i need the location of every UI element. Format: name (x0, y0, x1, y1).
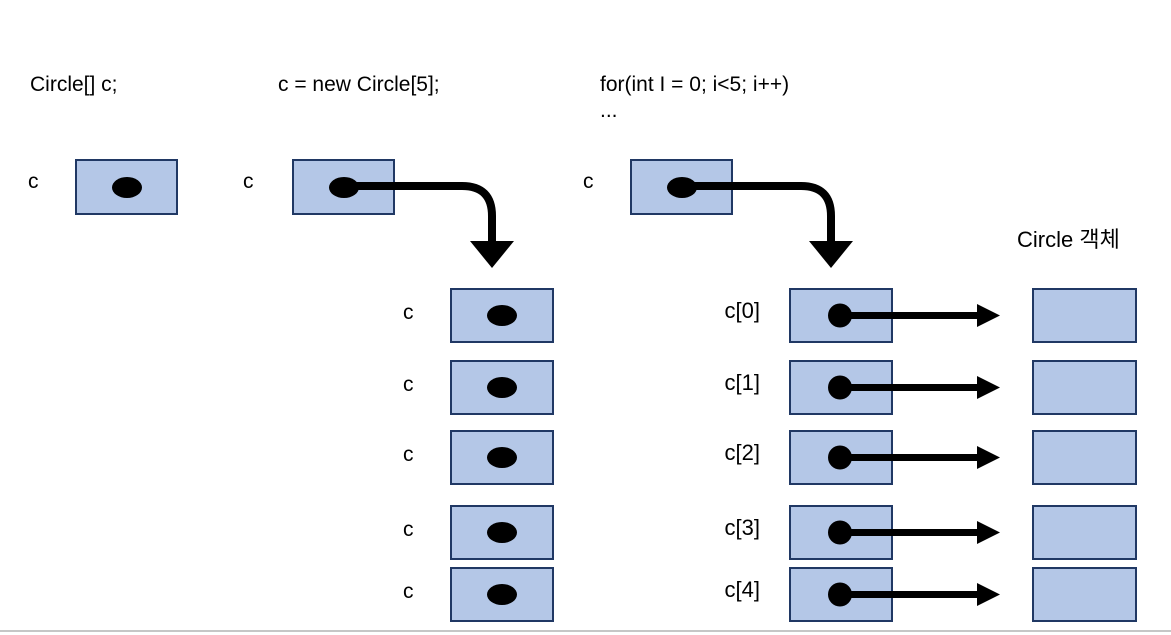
pointer-arrow-row-4 (828, 582, 1000, 607)
index-label: c[3] (724, 515, 760, 540)
slot-label: c (403, 518, 414, 541)
code-ellipsis: ... (600, 99, 618, 122)
circle-object-box (1032, 288, 1137, 343)
reference-dot (487, 305, 517, 326)
pointer-arrow-down-step3 (682, 182, 853, 268)
array-slot-box (450, 567, 554, 622)
reference-dot (487, 377, 517, 398)
slot-label: c (403, 580, 414, 603)
array-slot-box (450, 505, 554, 560)
pointer-arrow-row-1 (828, 375, 1000, 400)
slot-label: c (403, 301, 414, 324)
reference-dot (487, 584, 517, 605)
index-label: c[1] (724, 370, 760, 395)
pointer-arrow-down-step2 (343, 182, 514, 268)
index-label: c[0] (724, 298, 760, 323)
var-label-step1: c (28, 170, 39, 193)
reference-dot (487, 522, 517, 543)
objects-column-title: Circle 객체 (1017, 227, 1120, 252)
array-slot-box (789, 567, 893, 622)
pointer-arrow-row-0 (828, 303, 1000, 328)
circle-object-box (1032, 567, 1137, 622)
array-slot-box (450, 430, 554, 485)
var-label-step2: c (243, 170, 254, 193)
circle-object-box (1032, 430, 1137, 485)
code-new-array: c = new Circle[5]; (278, 73, 440, 96)
pointer-arrow-row-2 (828, 445, 1000, 470)
reference-dot (487, 447, 517, 468)
array-ref-box-step1 (75, 159, 178, 215)
var-label-step3: c (583, 170, 594, 193)
code-for-loop: for(int I = 0; i<5; i++) (600, 73, 790, 96)
slot-label: c (403, 373, 414, 396)
index-label: c[4] (724, 577, 760, 602)
array-slot-box (450, 360, 554, 415)
pointer-arrow-row-3 (828, 520, 1000, 545)
reference-dot (666, 176, 697, 198)
index-label: c[2] (724, 440, 760, 465)
slot-label: c (403, 443, 414, 466)
slide-bottom-border (0, 630, 1171, 632)
reference-dot (111, 176, 142, 198)
circle-object-box (1032, 360, 1137, 415)
code-declare-array: Circle[] c; (30, 73, 118, 96)
array-slot-box (450, 288, 554, 343)
circle-object-box (1032, 505, 1137, 560)
